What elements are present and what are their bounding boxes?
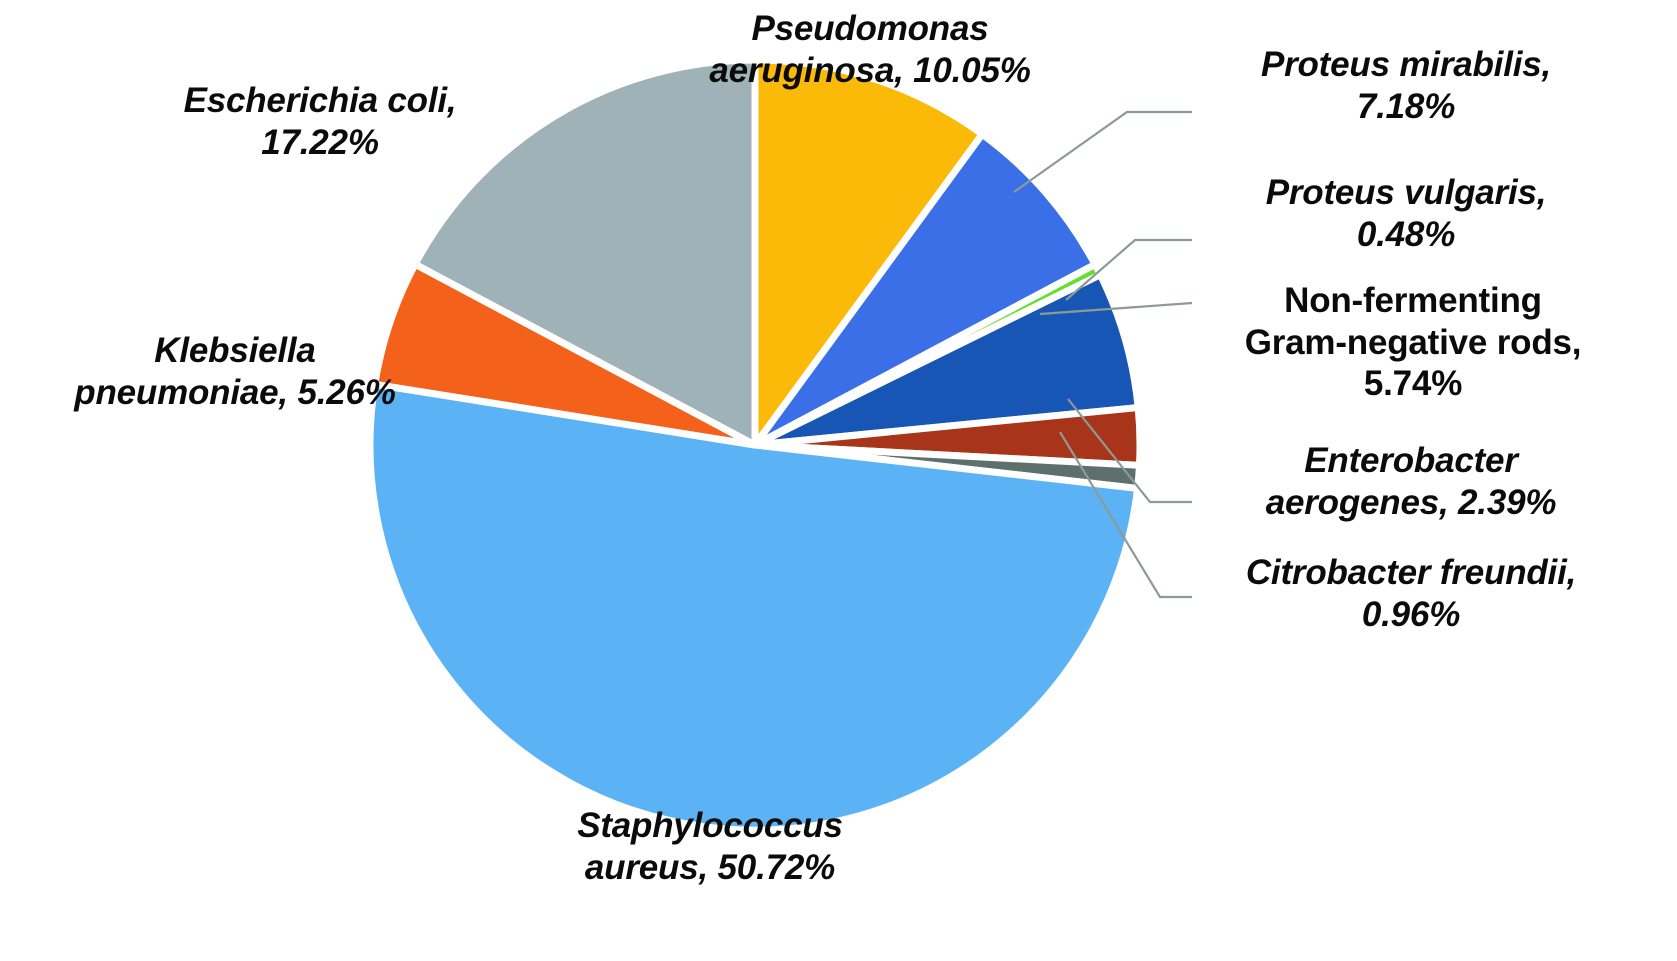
slice-label-proteus-vulgaris: Proteus vulgaris, 0.48% <box>1265 173 1547 254</box>
slice-label-citrobacter-freundii: Citrobacter freundii, 0.96% <box>1245 553 1577 634</box>
slice-label-klebsiella-pneumoniae: Klebsiella pneumoniae, 5.26% <box>74 331 396 412</box>
leader-line-non-fermenting <box>1039 301 1193 316</box>
leader-line-proteus-vulgaris <box>1065 238 1192 301</box>
leader-line-enterobacter <box>1067 398 1192 504</box>
slice-label-escherichia-coli: Escherichia coli, 17.22% <box>183 81 457 162</box>
pie-slice[interactable] <box>411 56 759 449</box>
leader-line-citrobacter <box>1059 431 1192 599</box>
pie-slice[interactable] <box>751 130 1099 449</box>
slice-label-pseudomonas-aeruginosa: Pseudomonas aeruginosa, 10.05% <box>709 9 1031 90</box>
pie-slice[interactable] <box>751 56 986 449</box>
slice-label-staphylococcus-aureus: Staphylococcus aureus, 50.72% <box>577 806 843 887</box>
leader-lines-group <box>1013 110 1193 599</box>
slice-label-proteus-mirabilis: Proteus mirabilis, 7.18% <box>1260 45 1552 126</box>
slice-label-enterobacter-aerogenes: Enterobacter aerogenes, 2.39% <box>1265 441 1557 522</box>
leader-line-proteus-mirabilis <box>1013 110 1192 193</box>
pie-slice[interactable] <box>366 380 1142 834</box>
pie-slices-group <box>366 56 1144 834</box>
slice-label-non-fermenting-rods: Non-fermenting Gram-negative rods, 5.74% <box>1244 281 1582 404</box>
